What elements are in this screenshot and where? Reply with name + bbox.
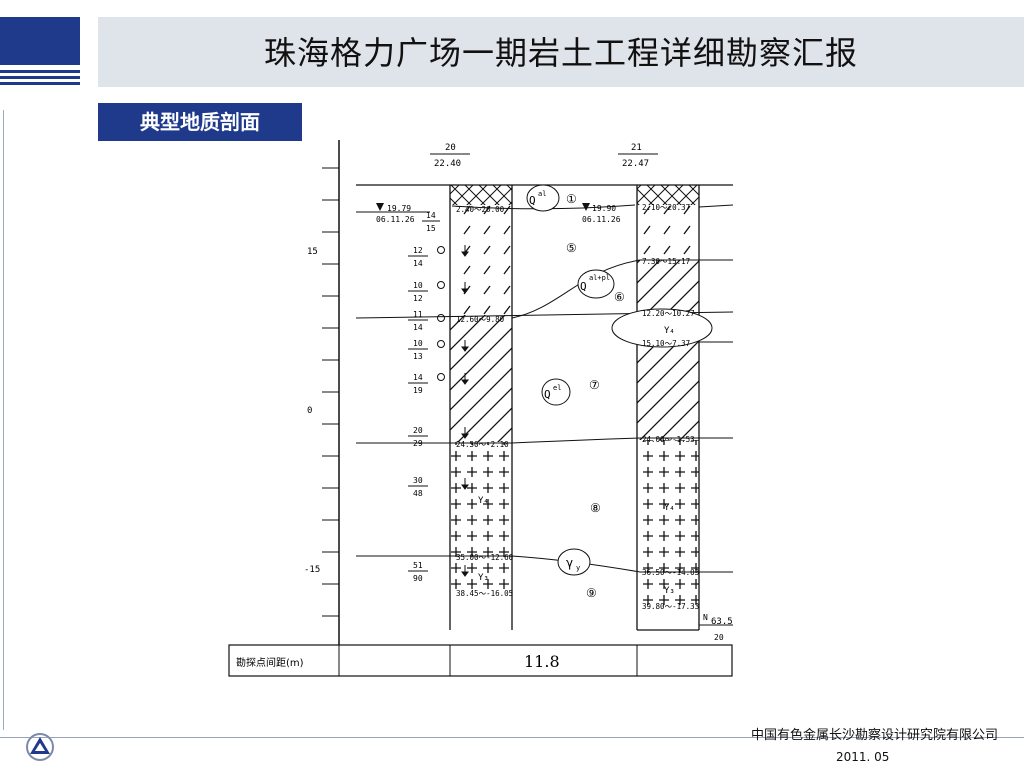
svg-text:06.11.26: 06.11.26 [582, 215, 621, 224]
sample-arrows [461, 245, 469, 577]
logo-stripe [0, 82, 80, 85]
svg-text:7.30～15.17: 7.30～15.17 [642, 257, 690, 266]
svg-text:48: 48 [413, 489, 423, 498]
logo-stripe [0, 70, 80, 73]
svg-text:29: 29 [413, 439, 423, 448]
svg-text:12.60～9.80: 12.60～9.80 [456, 315, 505, 324]
svg-text:Y₃: Y₃ [664, 586, 675, 596]
svg-text:2.10～20.37: 2.10～20.37 [642, 203, 690, 212]
bh2-elev: 22.47 [622, 159, 649, 169]
svg-text:10: 10 [413, 281, 423, 290]
distance-value: 11.8 [524, 652, 560, 671]
svg-text:19.79: 19.79 [387, 204, 411, 213]
svg-text:2.40～20.00: 2.40～20.00 [456, 205, 505, 214]
svg-text:90: 90 [413, 574, 423, 583]
orientation-value: 63.5 [711, 617, 733, 627]
svg-text:al+pl: al+pl [589, 274, 610, 282]
company-logo-icon [26, 733, 54, 761]
scale-label: -15 [304, 565, 320, 575]
borehole-1 [449, 185, 513, 630]
svg-text:14: 14 [426, 211, 436, 220]
svg-text:35.00～-12.60: 35.00～-12.60 [456, 553, 514, 562]
svg-text:06.11.26: 06.11.26 [376, 215, 415, 224]
svg-text:⑦: ⑦ [589, 378, 600, 392]
svg-text:14: 14 [413, 373, 423, 382]
logo-stripe [0, 76, 80, 79]
svg-text:⑧: ⑧ [590, 501, 601, 515]
orientation-small: 20 [714, 633, 724, 642]
spt-values: 14 15 12 14 10 12 11 14 10 13 14 19 20 2… [408, 211, 445, 583]
left-rule [3, 110, 4, 730]
scale-label: 0 [307, 406, 312, 416]
svg-text:30: 30 [413, 476, 423, 485]
svg-text:Y₄: Y₄ [478, 496, 489, 506]
svg-text:36.50～-14.03: 36.50～-14.03 [642, 568, 699, 577]
svg-text:12.20～10.27: 12.20～10.27 [642, 309, 695, 318]
section-tag: 典型地质剖面 [98, 103, 302, 141]
svg-text:15.10～7.37: 15.10～7.37 [642, 339, 690, 348]
company-name: 中国有色金属长沙勘察设计研究院有限公司 [750, 728, 998, 743]
orientation-dir: N [703, 613, 708, 622]
svg-text:39.80～-17.33: 39.80～-17.33 [642, 602, 699, 611]
svg-text:Y₄: Y₄ [664, 503, 675, 513]
boundary-qalpl [511, 259, 733, 319]
svg-text:10: 10 [413, 339, 423, 348]
svg-text:24.50～-2.10: 24.50～-2.10 [456, 440, 509, 449]
logo-block [0, 17, 80, 65]
borehole-2 [636, 185, 700, 631]
svg-text:15: 15 [426, 224, 436, 233]
svg-text:Q: Q [544, 388, 551, 401]
water-level-1 [376, 203, 384, 211]
scale-bar: 15 0 -15 [304, 140, 340, 645]
scale-label: 15 [307, 247, 318, 257]
water-level-2 [582, 203, 590, 211]
bh1-id: 20 [445, 143, 456, 153]
distance-table: 勘探点间距(m) 11.8 [228, 644, 733, 677]
svg-text:12: 12 [413, 294, 423, 303]
svg-text:⑤: ⑤ [566, 241, 577, 255]
svg-text:12: 12 [413, 246, 423, 255]
svg-text:⑨: ⑨ [586, 586, 597, 600]
svg-text:14: 14 [413, 259, 423, 268]
svg-text:①: ① [566, 192, 577, 206]
svg-text:24.00～-1.53: 24.00～-1.53 [642, 435, 695, 444]
footer-line [0, 737, 1024, 738]
svg-text:Y₄: Y₄ [664, 326, 675, 336]
svg-text:38.45～-16.05: 38.45～-16.05 [456, 589, 513, 598]
svg-text:al: al [538, 190, 546, 198]
bh2-id: 21 [631, 143, 642, 153]
circled-numbers: ① ⑤ ⑥ ⑦ ⑧ ⑨ [566, 192, 625, 600]
svg-text:el: el [553, 384, 561, 392]
distance-label: 勘探点间距(m) [236, 656, 304, 669]
svg-text:13: 13 [413, 352, 423, 361]
svg-text:γ: γ [566, 556, 573, 570]
boundary-qel [356, 437, 733, 444]
svg-text:20: 20 [413, 426, 423, 435]
footer-date: 2011. 05 [836, 750, 890, 764]
slide-title: 珠海格力广场一期岩土工程详细勘察汇报 [263, 34, 858, 72]
svg-text:19.90: 19.90 [592, 204, 616, 213]
svg-text:⑥: ⑥ [614, 290, 625, 304]
stratum-labels: Q al Q al+pl Q el γ y Y₄ Y₃ Y₄ Y₃ Y₄ [478, 184, 675, 596]
lens-y4 [611, 308, 713, 348]
svg-text:14: 14 [413, 323, 423, 332]
svg-text:19: 19 [413, 386, 423, 395]
svg-text:Q: Q [580, 280, 587, 293]
header-band [98, 17, 1024, 87]
svg-text:Q: Q [529, 194, 536, 207]
bh1-layer-labels: 2.40～20.00 12.60～9.80 24.50～-2.10 35.00～… [456, 205, 514, 598]
svg-text:Y₃: Y₃ [478, 573, 489, 583]
bh1-elev: 22.40 [434, 159, 461, 169]
svg-text:11: 11 [413, 310, 423, 319]
svg-text:51: 51 [413, 561, 423, 570]
svg-text:y: y [576, 564, 580, 572]
bh2-layer-labels: 2.10～20.37 7.30～15.17 12.20～10.27 15.10～… [642, 203, 699, 611]
